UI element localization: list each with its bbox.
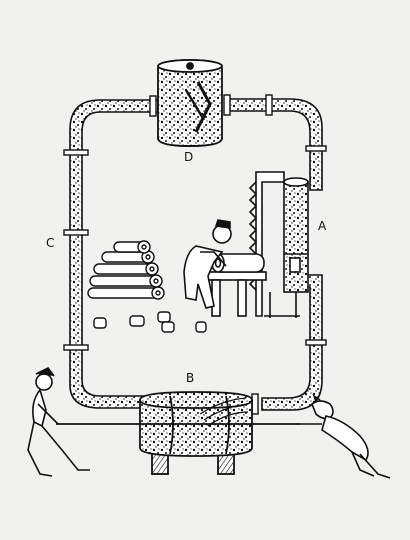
right-puller (300, 396, 390, 478)
sawmill-a (250, 172, 308, 318)
label-a: A (318, 219, 327, 233)
label-c: C (46, 236, 54, 250)
drum-d (158, 60, 222, 146)
worker-at-table (184, 220, 266, 316)
drum-b (140, 392, 252, 474)
label-d: D (184, 150, 193, 164)
label-b: B (186, 371, 194, 385)
